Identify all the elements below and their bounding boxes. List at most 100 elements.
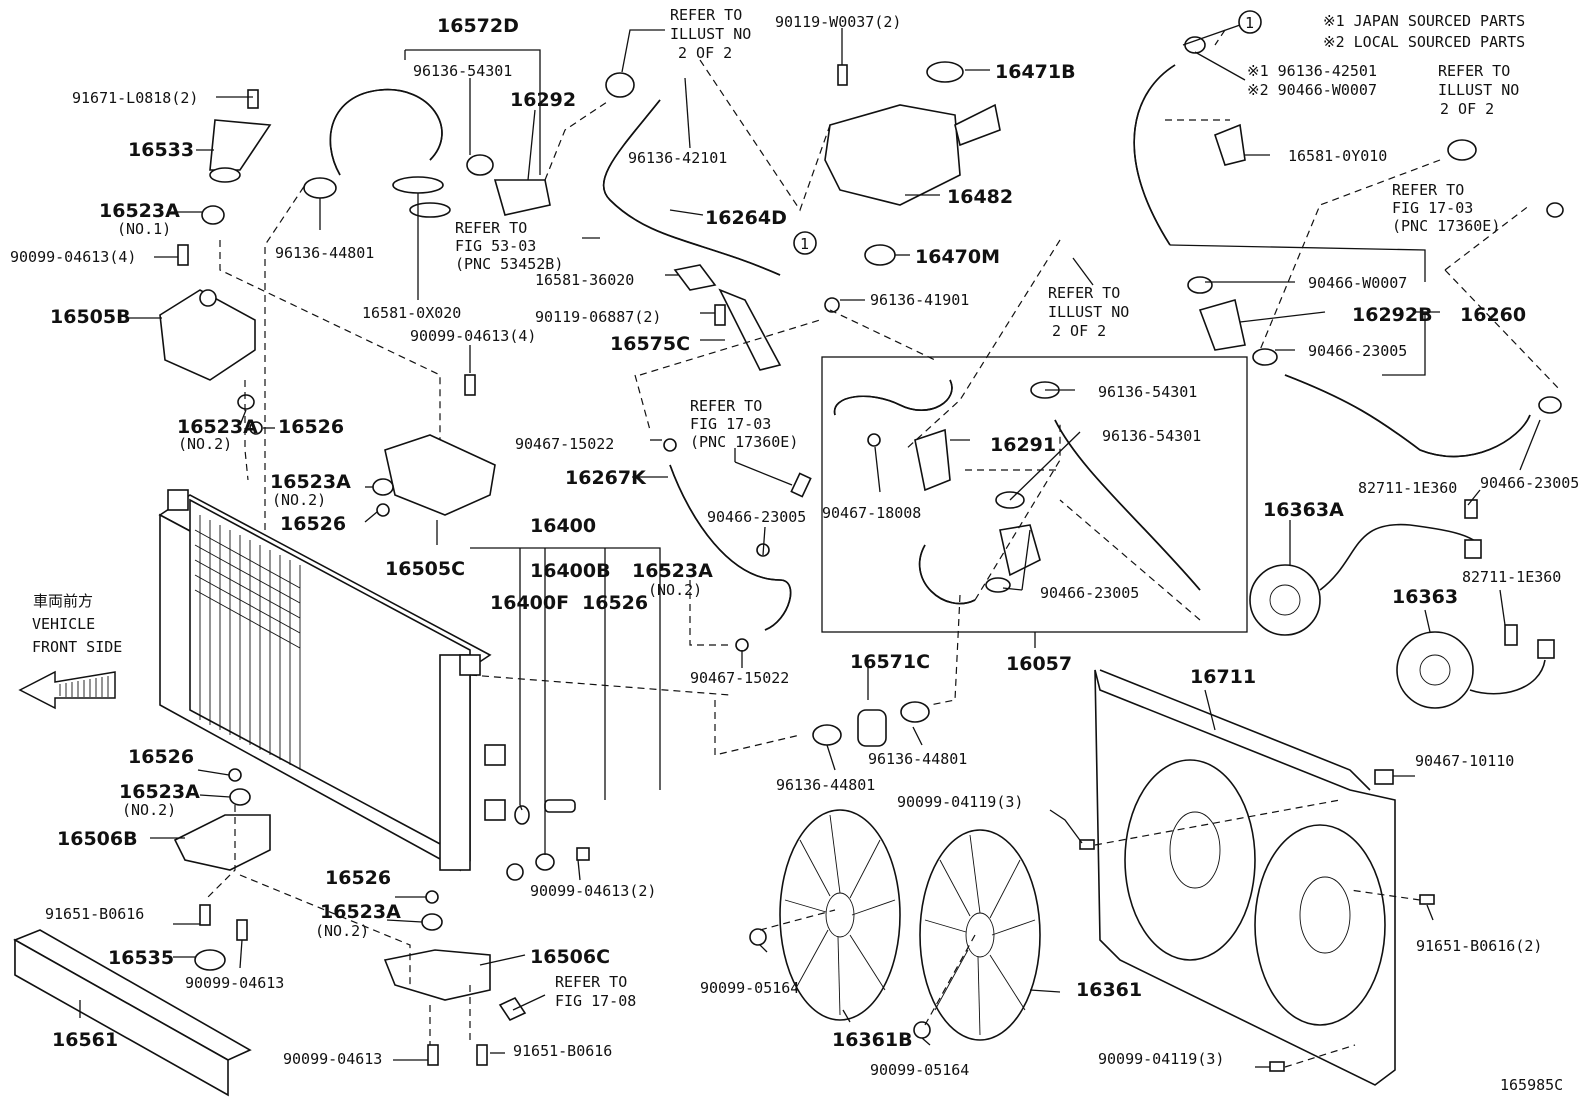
part-label-l81: 90099-04119(3) — [897, 793, 1023, 811]
part-label-l01: 16572D — [437, 15, 519, 37]
part-label-l92: 91651-B0616 — [45, 905, 144, 923]
part-label-l59: 90467-15022 — [515, 435, 614, 453]
part-label-l88: 16526 — [128, 746, 194, 768]
part-label-l58: 16057 — [1006, 653, 1072, 675]
part-label-l42: ILLUST NO — [1438, 81, 1519, 99]
part-label-l51: 90466-23005 — [1308, 342, 1407, 360]
part-label-l45: REFER TO — [1392, 181, 1464, 199]
part-label-l83: 90099-05164 — [700, 979, 799, 997]
part-label-l27: 16264D — [705, 207, 787, 229]
direction-jp: 車両前方 — [33, 592, 93, 610]
part-label-l30: 16575C — [610, 333, 690, 355]
part-label-l103: 91651-B0616 — [513, 1042, 612, 1060]
part-label-l63: 16267K — [565, 467, 647, 489]
part-label-l78: 16363 — [1392, 586, 1458, 608]
part-label-l38: 2 OF 2 — [1052, 322, 1106, 340]
part-label-l100: REFER TO — [555, 973, 627, 991]
part-label-l67: 16400B — [530, 560, 611, 582]
part-label-l99: 16506C — [530, 946, 610, 968]
direction-line2: FRONT SIDE — [32, 638, 122, 656]
part-label-l50: 16260 — [1460, 304, 1526, 326]
part-label-l17: (NO.2) — [272, 491, 326, 509]
part-label-l91: 16506B — [57, 828, 138, 850]
part-label-l53: 96136-54301 — [1098, 383, 1197, 401]
part-label-l48: 90466-W0007 — [1308, 274, 1407, 292]
part-label-l07: (NO.1) — [117, 220, 171, 238]
part-label-l26: (PNC 53452B) — [455, 255, 563, 273]
part-label-l57: 90466-23005 — [1040, 584, 1139, 602]
part-label-l04: 91671-L0818(2) — [72, 89, 198, 107]
part-label-l20: REFER TO — [670, 6, 742, 24]
part-label-l37: ILLUST NO — [1048, 303, 1129, 321]
part-label-l21: ILLUST NO — [670, 25, 751, 43]
part-label-l14: 16523A — [177, 416, 258, 438]
part-label-l54: 96136-54301 — [1102, 427, 1201, 445]
part-label-l61: FIG 17-03 — [690, 415, 771, 433]
part-label-l03: 16292 — [510, 89, 576, 111]
part-label-l98: (NO.2) — [315, 922, 369, 940]
part-label-l16: 16523A — [270, 471, 351, 493]
part-label-l22: 2 OF 2 — [678, 44, 732, 62]
part-label-l72: 16571C — [850, 651, 930, 673]
part-label-l65: 90467-15022 — [690, 669, 789, 687]
part-label-l34: 16470M — [915, 246, 1000, 268]
part-label-l75: 82711-1E360 — [1358, 479, 1457, 497]
part-label-l85: 16361B — [832, 1029, 913, 1051]
part-label-l94: 90099-04613 — [185, 974, 284, 992]
part-label-l82: 91651-B0616(2) — [1416, 937, 1542, 955]
legend-japan-sourced: ※1 JAPAN SOURCED PARTS — [1323, 12, 1525, 30]
part-label-l84: 16361 — [1076, 979, 1142, 1001]
part-label-l86: 90099-05164 — [870, 1061, 969, 1079]
part-label-l97: 16523A — [320, 901, 401, 923]
part-label-l77: 82711-1E360 — [1462, 568, 1561, 586]
dashed-lines — [204, 29, 1561, 1068]
part-label-l70: 16400F — [490, 592, 569, 614]
direction-line1: VEHICLE — [32, 615, 95, 633]
part-label-l44: 16581-0Y010 — [1288, 147, 1387, 165]
diagram-code: 165985C — [1500, 1076, 1563, 1094]
part-label-l10: 96136-44801 — [275, 244, 374, 262]
legend-local-sourced: ※2 LOCAL SOURCED PARTS — [1323, 33, 1525, 51]
part-label-l56: 90467-18008 — [822, 504, 921, 522]
part-label-l74: 96136-44801 — [776, 776, 875, 794]
part-label-l40: ※2 90466-W0007 — [1247, 81, 1377, 99]
part-label-l32: 16471B — [995, 61, 1076, 83]
part-label-l89: 16523A — [119, 781, 200, 803]
part-label-l64: 90466-23005 — [707, 508, 806, 526]
part-label-l80: 90467-10110 — [1415, 752, 1514, 770]
part-label-l101: FIG 17-08 — [555, 992, 636, 1010]
part-label-l19: 16505C — [385, 558, 465, 580]
part-label-l71: 16526 — [582, 592, 648, 614]
part-label-l73: 96136-44801 — [868, 750, 967, 768]
part-label-l41: REFER TO — [1438, 62, 1510, 80]
part-label-l31: 90119-W0037(2) — [775, 13, 901, 31]
part-label-l46: FIG 17-03 — [1392, 199, 1473, 217]
part-label-l12: 90099-04613(4) — [410, 327, 536, 345]
radiator-drawing — [158, 489, 506, 872]
part-number-labels: 16572D 96136-54301 16292 91671-L0818(2) 1653… — [10, 6, 1579, 1079]
part-label-l104: 90099-04613(2) — [530, 882, 656, 900]
part-label-l87: 90099-04119(3) — [1098, 1050, 1224, 1068]
part-drawings — [13, 10, 1564, 1097]
part-label-l18: 16526 — [280, 513, 346, 535]
part-label-l33: 16482 — [947, 186, 1013, 208]
part-label-l28: 16581-36020 — [535, 271, 634, 289]
part-label-l52: 90466-23005 — [1480, 474, 1579, 492]
part-label-l55: 16291 — [990, 434, 1056, 456]
vehicle-front-arrow — [18, 670, 116, 710]
part-label-l49: 16292B — [1352, 304, 1433, 326]
part-label-l29: 90119-06887(2) — [535, 308, 661, 326]
part-label-l93: 16535 — [108, 947, 174, 969]
part-label-l95: 16561 — [52, 1029, 118, 1051]
part-label-l09: 16505B — [50, 306, 131, 328]
part-label-l79: 16711 — [1190, 666, 1256, 688]
part-label-l23: 96136-42101 — [628, 149, 727, 167]
leader-lines — [79, 24, 1541, 1068]
part-label-l02: 96136-54301 — [413, 62, 512, 80]
vehicle-direction-label: 車両前方 VEHICLE FRONT SIDE — [32, 592, 122, 656]
part-label-l90: (NO.2) — [122, 801, 176, 819]
part-label-l06: 16523A — [99, 200, 180, 222]
legend: ※1 JAPAN SOURCED PARTS ※2 LOCAL SOURCED … — [1323, 12, 1525, 51]
